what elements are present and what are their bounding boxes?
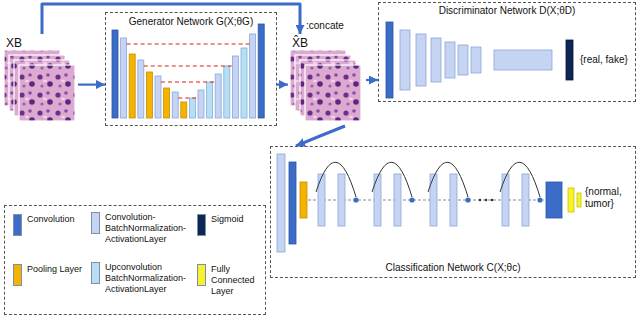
legend-text: Pooling Layer [27, 264, 85, 275]
layer-bar [138, 60, 144, 118]
sum-dot [409, 197, 414, 202]
legend-swatch [13, 264, 22, 286]
classifier-box: Classification Network C(X;θc) [270, 146, 636, 278]
layer-bar [568, 188, 574, 212]
layer-bar [502, 174, 509, 226]
skip-connection [127, 43, 250, 44]
legend-text: Convolution [27, 214, 85, 225]
layer-bar [181, 102, 187, 118]
layer-bar [546, 182, 562, 218]
layer-bar [224, 66, 230, 118]
legend-item: Fully Connected Layer [197, 264, 261, 297]
node-label: Discriminator Network D(X;θD) [439, 5, 576, 17]
flow-arrow [296, 126, 345, 146]
image-stack: XB [2, 34, 78, 126]
layer-bar [129, 54, 135, 118]
output-label: {normal, tumor} [585, 186, 633, 210]
flow-arrow [366, 79, 378, 81]
layer-bar [189, 98, 195, 118]
layer-bar [416, 34, 426, 86]
layer-bar [300, 182, 307, 218]
node-label: X̂B [292, 36, 308, 50]
legend-swatch [91, 212, 100, 234]
node-label: Generator Network G(X;θG) [129, 16, 253, 28]
layer-bar [241, 48, 247, 118]
tissue-tile [19, 65, 75, 121]
layer-bar [577, 193, 581, 207]
generator-box: Generator Network G(X;θG) [105, 12, 277, 126]
flow-arrow [78, 83, 105, 85]
layer-bar [374, 174, 381, 226]
layer-bar [215, 74, 221, 118]
layer-bar [250, 34, 256, 118]
layer-bar [172, 92, 178, 118]
layer-bar [164, 88, 170, 118]
ellipsis-dot [491, 199, 494, 202]
discriminator-box: Discriminator Network D(X;θD) [378, 2, 636, 102]
ellipsis-dot [485, 199, 488, 202]
legend-swatch [13, 214, 22, 236]
layer-bar [430, 174, 437, 226]
layer-bar [258, 24, 264, 118]
tissue-tile [305, 65, 361, 121]
layer-bar [155, 76, 161, 118]
layer-bar [566, 40, 573, 80]
legend-item: Upconvolution BatchNormalization-Activat… [91, 262, 193, 295]
layer-bar [400, 30, 410, 90]
flow-arrow [277, 83, 288, 85]
legend-swatch [197, 214, 206, 236]
layer-bar [494, 50, 552, 70]
layer-bar [394, 174, 401, 226]
legend-text: Sigmoid [211, 214, 261, 225]
layer-bar [198, 90, 204, 118]
sum-dot [353, 197, 358, 202]
legend-box: Convolution Convolution-BatchNormalizatio… [4, 205, 266, 315]
node-label: XB [6, 36, 22, 50]
residual-arc [372, 162, 412, 197]
ellipsis-dot [479, 199, 482, 202]
legend-item: Convolution-BatchNormalization-Activatio… [91, 212, 193, 245]
skip-connection [178, 97, 198, 98]
layer-bar [112, 30, 118, 118]
skip-connection [161, 81, 215, 82]
legend-item: Convolution [13, 214, 85, 236]
layer-bar [232, 56, 238, 118]
output-label: {real, fake} [580, 54, 628, 66]
layer-bar [445, 42, 455, 78]
layer-bar [277, 154, 285, 252]
layer-bar [471, 47, 481, 73]
skip-connection [144, 65, 233, 66]
node-label: Classification Network C(X;θc) [385, 262, 520, 274]
operation-label: :concate [306, 20, 344, 32]
legend-text: Fully Connected Layer [211, 264, 261, 297]
layer-bar [458, 45, 468, 75]
residual-arc [428, 162, 468, 197]
layer-bar [522, 174, 529, 226]
layer-bar [146, 72, 152, 118]
sum-dot [537, 197, 542, 202]
layer-bar [318, 174, 325, 226]
legend-item: Pooling Layer [13, 264, 85, 286]
image-stack: X̂B [288, 34, 366, 126]
layer-bar [431, 38, 441, 82]
legend-swatch [91, 262, 100, 284]
flow-arrow [42, 4, 300, 34]
legend-swatch [197, 264, 206, 286]
legend-text: Upconvolution BatchNormalization-Activat… [105, 262, 193, 295]
layer-bar [207, 82, 213, 118]
layer-bar [121, 38, 127, 118]
sum-dot [465, 197, 470, 202]
residual-arc [500, 162, 540, 197]
layer-bar [450, 174, 457, 226]
residual-arc [316, 162, 356, 197]
legend-item: Sigmoid [197, 214, 261, 236]
layer-bar [338, 174, 345, 226]
layer-bar [386, 22, 393, 98]
legend-text: Convolution-BatchNormalization-Activatio… [105, 212, 193, 245]
layer-bar [289, 162, 296, 244]
